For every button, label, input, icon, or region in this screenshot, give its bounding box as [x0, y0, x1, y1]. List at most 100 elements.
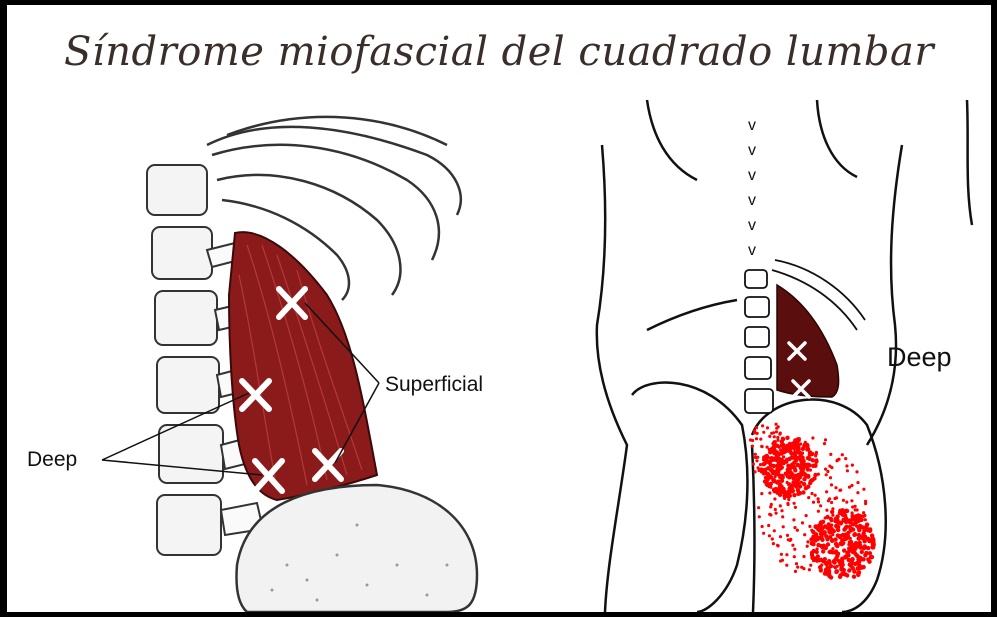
- pain-dot: [807, 463, 811, 467]
- pain-dot: [764, 456, 767, 459]
- pain-dot: [786, 464, 790, 468]
- pain-dot: [786, 502, 789, 505]
- pain-dot: [856, 573, 860, 577]
- pain-dot: [850, 527, 854, 531]
- pain-dot: [803, 533, 806, 536]
- pain-dot: [771, 478, 775, 482]
- pain-dot: [855, 520, 859, 524]
- pain-dot: [830, 510, 834, 514]
- pain-dot: [806, 467, 810, 471]
- pain-dot: [782, 494, 786, 498]
- pain-dot: [826, 470, 829, 473]
- pain-dot: [805, 474, 809, 478]
- pain-dot: [830, 466, 833, 469]
- pain-dot: [812, 549, 816, 553]
- pain-dot: [812, 559, 815, 562]
- pain-dot: [803, 464, 807, 468]
- pain-dot: [823, 557, 827, 561]
- pain-dot: [772, 457, 776, 461]
- pain-dot: [753, 470, 756, 473]
- pain-dot: [791, 544, 794, 547]
- pain-dot: [841, 453, 844, 456]
- pain-dot: [756, 432, 759, 435]
- pain-dot: [769, 486, 772, 489]
- pain-dot: [796, 447, 800, 451]
- pain-dot: [861, 565, 865, 569]
- pain-dot: [834, 524, 838, 528]
- pain-dot: [854, 505, 857, 508]
- pain-dot: [781, 450, 784, 453]
- pain-dot: [761, 445, 764, 448]
- pain-dot: [808, 525, 811, 528]
- pain-dot: [815, 452, 818, 455]
- pain-dot: [782, 450, 786, 454]
- pain-dot: [757, 466, 760, 469]
- pain-dot: [792, 465, 796, 469]
- pain-dot: [849, 545, 852, 548]
- vertebra-4: [157, 357, 219, 413]
- pain-dot: [775, 490, 778, 493]
- pain-dot: [820, 558, 823, 561]
- pain-dot: [819, 537, 822, 540]
- pain-dot: [850, 557, 854, 561]
- pain-dot: [787, 538, 790, 541]
- pain-dot: [773, 471, 777, 475]
- pain-dot: [776, 544, 779, 547]
- pain-dot: [762, 532, 765, 535]
- pain-dot: [809, 537, 813, 541]
- pain-dot: [786, 447, 790, 451]
- pain-dot: [768, 491, 771, 494]
- trigger-point-right-lower: [793, 381, 809, 397]
- pain-dot: [793, 444, 797, 448]
- pain-dot: [781, 476, 784, 479]
- pain-dot: [780, 439, 784, 443]
- pain-dot: [871, 538, 875, 542]
- pain-dot: [850, 550, 853, 553]
- pain-dot: [857, 528, 861, 532]
- pain-dot: [800, 456, 804, 460]
- pain-dot: [824, 546, 828, 550]
- pain-dot: [769, 474, 772, 477]
- pain-dot: [857, 564, 861, 568]
- pain-dot: [863, 544, 867, 548]
- pain-dot: [839, 567, 843, 571]
- pain-dot: [780, 553, 783, 556]
- pain-dot: [851, 527, 855, 531]
- pain-dot: [871, 541, 875, 545]
- pain-dot: [863, 514, 866, 517]
- pain-dot: [757, 506, 760, 509]
- pain-dot: [858, 544, 862, 548]
- pain-dot: [782, 446, 786, 450]
- pain-dot: [825, 565, 829, 569]
- pain-dot: [836, 533, 840, 537]
- scapula-right: [817, 100, 857, 177]
- pain-dot: [799, 470, 803, 474]
- pain-dot: [765, 482, 769, 486]
- pain-dot: [793, 555, 796, 558]
- pain-dot: [781, 448, 784, 451]
- pain-dot: [799, 452, 803, 456]
- pain-dot: [838, 521, 841, 524]
- pain-dot: [851, 464, 854, 467]
- pain-dot: [781, 461, 785, 465]
- pain-dot: [792, 466, 796, 470]
- pain-dot: [755, 456, 758, 459]
- pain-dot: [836, 522, 839, 525]
- svg-text:v: v: [748, 142, 756, 159]
- svg-text:v: v: [748, 242, 756, 259]
- pain-dot: [859, 518, 862, 521]
- pain-dot: [859, 519, 862, 522]
- pain-dot: [832, 529, 836, 533]
- pain-dot: [862, 528, 866, 532]
- pain-dot: [869, 555, 873, 559]
- pain-dot: [803, 443, 807, 447]
- pain-dot: [847, 548, 851, 552]
- pain-dot: [796, 446, 800, 450]
- pain-dot: [856, 491, 859, 494]
- pain-dot: [769, 482, 773, 486]
- pain-dot: [786, 494, 790, 498]
- pain-dot: [863, 553, 867, 557]
- pain-dot: [804, 464, 808, 468]
- pain-dot: [834, 538, 837, 541]
- pain-dot: [841, 518, 845, 522]
